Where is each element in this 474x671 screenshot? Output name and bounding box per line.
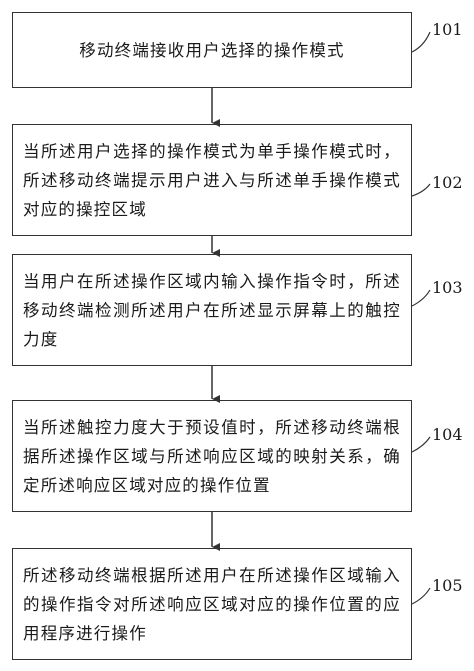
step-text-101: 移动终端接收用户选择的操作模式 (79, 40, 345, 60)
step-box-102: 当所述用户选择的操作模式为单手操作模式时，所述移动终端提示用户进入与所述单手操作… (12, 124, 412, 236)
step-text-105: 所述移动终端根据所述用户在所述操作区域输入的操作指令对所述响应区域对应的操作位置… (23, 565, 401, 643)
step-box-104: 当所述触控力度大于预设值时，所述移动终端根据所述操作区域与所述响应区域的映射关系… (12, 400, 412, 512)
leader-104 (411, 436, 431, 453)
step-number-103: 103 (432, 278, 463, 297)
step-text-103: 当用户在所述操作区域内输入操作指令时，所述移动终端检测所述用户在所述显示屏幕上的… (23, 271, 401, 349)
step-box-101: 移动终端接收用户选择的操作模式 (12, 12, 412, 88)
step-text-104: 当所述触控力度大于预设值时，所述移动终端根据所述操作区域与所述响应区域的映射关系… (23, 417, 401, 495)
step-number-101: 101 (432, 20, 463, 39)
leader-105 (411, 587, 431, 605)
step-text-102: 当所述用户选择的操作模式为单手操作模式时，所述移动终端提示用户进入与所述单手操作… (23, 141, 401, 219)
step-box-103: 当用户在所述操作区域内输入操作指令时，所述移动终端检测所述用户在所述显示屏幕上的… (12, 254, 412, 366)
leader-103 (411, 289, 431, 307)
step-number-102: 102 (432, 173, 463, 192)
step-number-104: 104 (432, 425, 463, 444)
step-box-105: 所述移动终端根据所述用户在所述操作区域输入的操作指令对所述响应区域对应的操作位置… (12, 548, 412, 660)
leader-101 (411, 31, 431, 53)
step-number-105: 105 (432, 576, 463, 595)
leader-102 (411, 183, 431, 197)
